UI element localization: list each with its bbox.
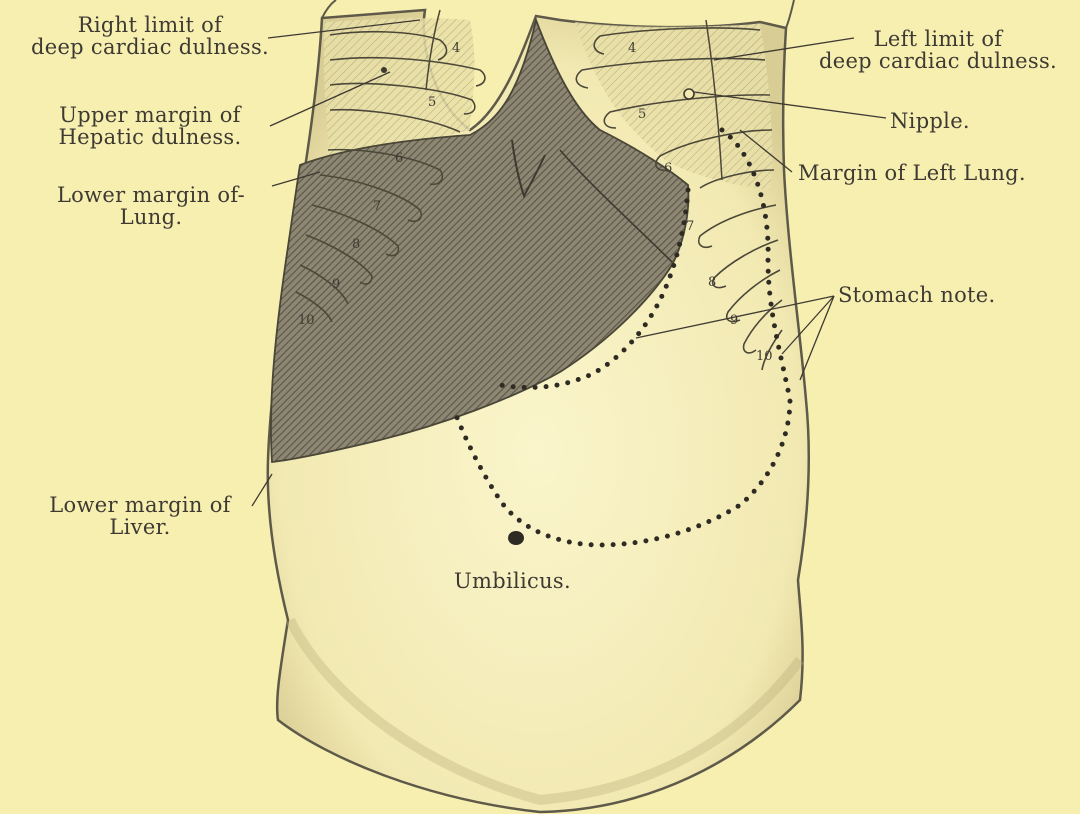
umbilicus-mark (508, 531, 524, 545)
label-margin-left-lung: Margin of Left Lung. (798, 162, 1026, 184)
rib-number-right-4: 4 (452, 41, 460, 56)
neck-right-edge (786, 0, 794, 28)
neck-left-edge (322, 0, 336, 18)
rib-number-right-10: 10 (298, 313, 315, 328)
label-left-limit-cardiac-dulness: Left limit of deep cardiac dulness. (796, 28, 1080, 72)
nipple-mark (684, 89, 694, 99)
label-lower-margin-lung: Lower margin of- Lung. (20, 184, 282, 228)
label-right-limit-cardiac-dulness: Right limit of deep cardiac dulness. (8, 14, 292, 58)
rib-number-left-4: 4 (628, 41, 636, 56)
rib-number-right-7: 7 (373, 199, 381, 214)
rib-number-left-9: 9 (730, 313, 738, 328)
label-lower-margin-liver: Lower margin of Liver. (10, 494, 270, 538)
rib-number-left-5: 5 (638, 107, 646, 122)
rib-number-right-9: 9 (332, 277, 340, 292)
label-stomach-note: Stomach note. (838, 284, 995, 306)
rib-number-left-6: 6 (664, 161, 672, 176)
label-upper-margin-hepatic-dulness: Upper margin of Hepatic dulness. (20, 104, 280, 148)
rib-number-left-10: 10 (756, 349, 773, 364)
label-umbilicus: Umbilicus. (454, 570, 571, 592)
right-nipple-mark (381, 67, 387, 73)
rib-number-left-8: 8 (708, 275, 716, 290)
rib-number-right-5: 5 (428, 95, 436, 110)
rib-number-right-8: 8 (352, 237, 360, 252)
label-nipple: Nipple. (890, 110, 970, 132)
rib-number-left-7: 7 (686, 219, 694, 234)
rib-number-right-6: 6 (395, 151, 403, 166)
